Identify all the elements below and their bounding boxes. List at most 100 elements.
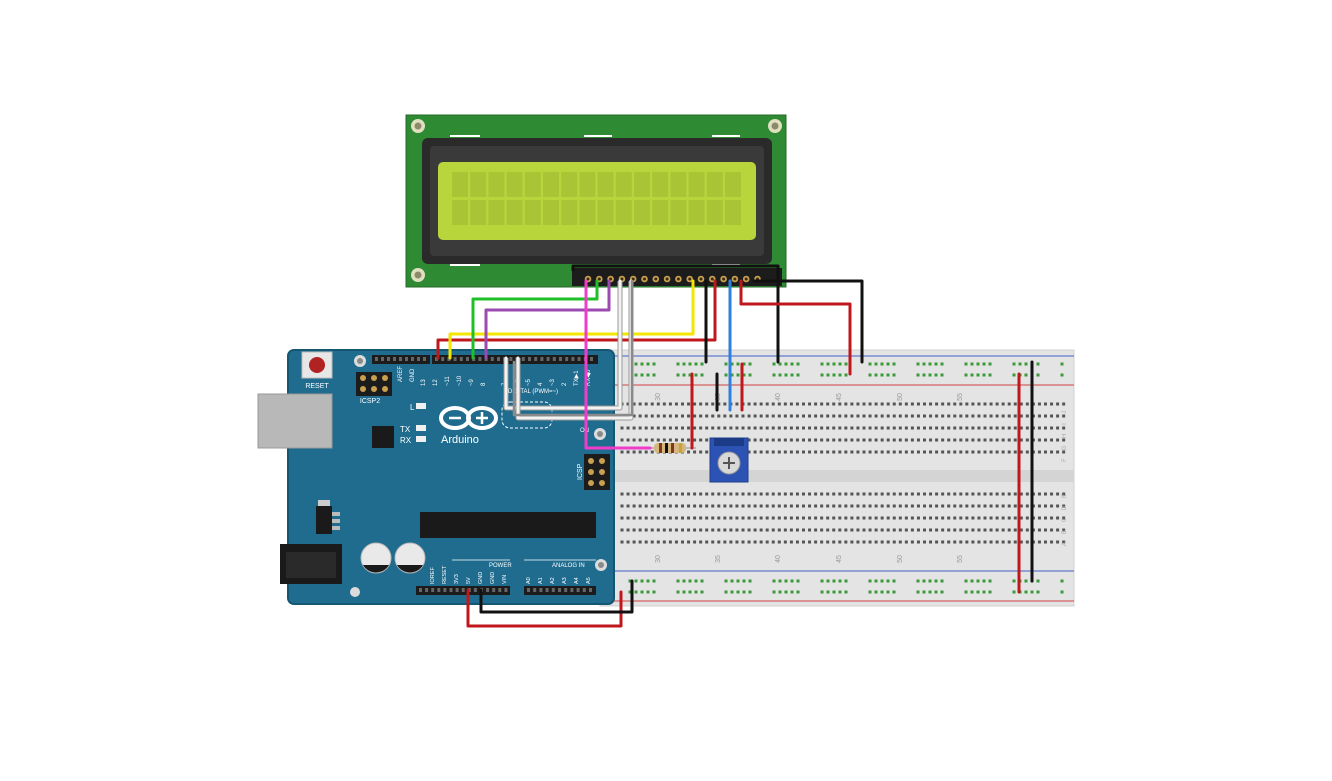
breadboard-rail-hole [916,579,920,583]
breadboard-hole [699,438,703,442]
breadboard-hole [814,516,818,520]
breadboard-rail-hole [634,579,638,583]
digital-pin-label: ~10 [457,375,463,386]
breadboard-rail-hole [928,362,932,366]
breadboard-hole [1044,426,1047,430]
header-pin [425,588,429,592]
lcd-character-cell [452,172,468,197]
breadboard-hole [753,450,757,454]
digital-pin-label: TX▶1 [574,370,580,386]
breadboard-hole [1001,450,1005,454]
breadboard-hole [989,528,993,532]
breadboard-hole [771,516,775,520]
breadboard-hole [699,402,703,406]
breadboard-hole [1037,528,1041,532]
breadboard-hole [850,402,854,406]
breadboard-hole [916,414,920,418]
breadboard-hole [626,504,630,508]
breadboard-hole [656,402,660,406]
breadboard-hole [808,402,812,406]
breadboard-hole [741,414,745,418]
breadboard-hole [644,492,648,496]
breadboard-hole [777,426,781,430]
breadboard-hole [644,438,648,442]
lcd-pin-hole [665,277,669,281]
breadboard-hole [729,426,733,430]
breadboard-hole [681,414,684,418]
breadboard-hole [777,540,781,544]
breadboard-row-letter: C [1062,517,1068,522]
breadboard-hole [765,540,769,544]
breadboard-hole [1050,528,1054,532]
breadboard-rail-hole [982,373,986,377]
header-pin [498,588,502,592]
reset-button-cap[interactable] [309,357,325,373]
header-pin [375,357,378,361]
breadboard-rail-hole [730,590,734,594]
breadboard-rail-hole [688,579,692,583]
breadboard-rail-hole [892,590,896,594]
breadboard-hole [795,516,799,520]
breadboard-rail-hole [886,590,890,594]
breadboard-hole [874,492,878,496]
breadboard-hole [886,492,890,496]
breadboard-hole [995,402,999,406]
breadboard-rail-hole [970,590,974,594]
breadboard-rail-hole [796,579,800,583]
breadboard-rail-hole [700,373,704,377]
breadboard-rail-hole [700,579,704,583]
potentiometer[interactable] [709,437,749,483]
breadboard-hole [850,438,854,442]
breadboard-rail-hole [916,590,920,594]
breadboard-rail-hole [694,373,698,377]
breadboard-hole [989,438,993,442]
breadboard-hole [826,516,830,520]
breadboard-hole [898,450,902,454]
breadboard-hole [935,504,939,508]
breadboard-hole [759,528,763,532]
breadboard-hole [741,540,745,544]
breadboard-hole [1013,540,1017,544]
breadboard-hole [1044,492,1047,496]
atmega-chip [420,512,596,538]
breadboard-hole [711,426,715,430]
breadboard-hole [802,504,805,508]
breadboard-hole [650,528,654,532]
icsp-pin [599,469,605,475]
breadboard-hole [662,540,666,544]
breadboard-hole [717,414,721,418]
breadboard-rail-hole [640,362,644,366]
breadboard-hole [971,540,975,544]
breadboard-rail-hole [742,579,746,583]
breadboard-hole [717,492,721,496]
aref-label: AREF [398,366,404,382]
breadboard-hole [771,504,775,508]
breadboard-hole [741,528,745,532]
breadboard-hole [1013,492,1017,496]
breadboard-rail-hole [736,590,740,594]
breadboard-hole [644,402,648,406]
lcd-character-cell [597,172,614,197]
breadboard-hole [1050,540,1054,544]
breadboard-hole [898,426,902,430]
wire-red-lcd-breadboard [739,279,852,376]
breadboard-rail-hole [730,362,734,366]
breadboard-hole [711,528,715,532]
breadboard-rail-hole [928,373,932,377]
breadboard-hole [886,438,890,442]
breadboard-rail-hole [1024,590,1028,594]
capacitor-1 [360,542,392,574]
breadboard-rail-hole [796,590,800,594]
breadboard-hole [965,450,969,454]
breadboard-hole [1050,426,1054,430]
breadboard-hole [765,450,769,454]
breadboard-hole [759,426,763,430]
breadboard-hole [1001,540,1005,544]
breadboard-hole [971,504,975,508]
breadboard-hole [1001,414,1005,418]
power-jack-inner [286,552,336,578]
breadboard-hole [705,450,709,454]
breadboard-hole [971,414,975,418]
breadboard-rail-hole [832,362,836,366]
breadboard-rail-hole [1030,590,1034,594]
